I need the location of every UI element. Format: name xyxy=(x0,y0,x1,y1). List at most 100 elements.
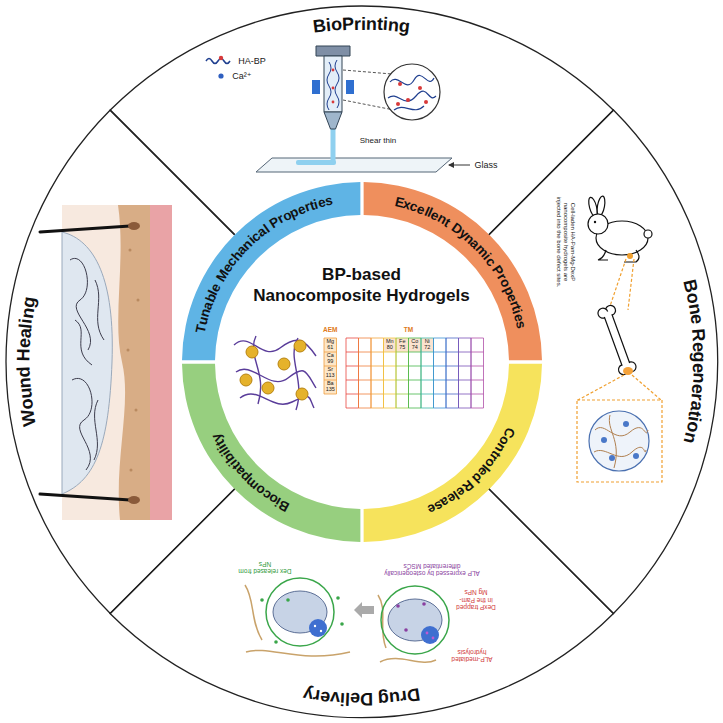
element-cell-label: Ni 72 xyxy=(424,339,430,351)
bioprinting-figure-part xyxy=(424,100,428,104)
hydrogel-network-part xyxy=(236,369,316,388)
drug-delivery-figure-part xyxy=(354,602,374,618)
node-outline-group xyxy=(489,110,718,613)
bioprinting-figure-part xyxy=(206,59,230,64)
text-glyph: R xyxy=(689,328,708,342)
drug-delivery-figure-part xyxy=(432,637,435,640)
periodic-table-part xyxy=(421,338,434,408)
property-title: Controled Release xyxy=(424,425,516,517)
periodic-table-part xyxy=(446,338,459,408)
figure-note: DexP trapped in the Pam-Mg NPs xyxy=(455,589,497,611)
bone-figure-part xyxy=(608,259,626,312)
periodic-table-part xyxy=(396,338,409,408)
text-glyph: B xyxy=(312,16,327,35)
text-glyph: u xyxy=(388,688,401,707)
text-glyph: s xyxy=(324,194,334,209)
bioprinting-figure-part xyxy=(332,69,335,72)
drug-delivery-figure-part xyxy=(246,650,350,656)
bone-figure-part xyxy=(595,428,648,436)
element-cell-label: Ba 135 xyxy=(326,381,335,393)
bioprinting-figure-part xyxy=(316,46,350,56)
text-glyph: i xyxy=(361,14,366,32)
text-glyph: d xyxy=(14,366,32,378)
text-glyph: e xyxy=(350,690,360,708)
process-label: Shear thin xyxy=(360,136,396,145)
drug-delivery-figure-part xyxy=(266,578,334,646)
hydrogel-network-part xyxy=(240,374,252,386)
text-glyph: e xyxy=(687,313,706,325)
bioprinting-figure-part xyxy=(418,86,422,90)
bioprinting-figure-part xyxy=(296,160,336,165)
application-sector: BioPrinting xyxy=(108,4,615,237)
center-title: BP-based Nanocomposite Hydrogels xyxy=(213,264,511,307)
skin-figure-part xyxy=(75,320,92,365)
periodic-table-part xyxy=(324,338,337,394)
drug-delivery-figure-part xyxy=(396,604,400,608)
bioprinting-figure-part xyxy=(343,70,392,74)
component-label: Glass xyxy=(474,160,497,170)
application-title: BioPrinting xyxy=(310,14,415,37)
bioprinting-figure-part xyxy=(384,64,440,120)
drug-delivery-figure xyxy=(245,578,449,662)
group-label: AEM xyxy=(323,326,337,333)
periodic-table xyxy=(324,338,484,408)
bone-figure-part xyxy=(598,250,608,260)
application-sector: Wound Healing xyxy=(4,108,237,615)
drug-delivery-figure-part xyxy=(314,625,316,627)
bone-figure-part xyxy=(644,230,652,238)
drug-delivery-figure-part xyxy=(245,585,262,640)
text-glyph: W xyxy=(18,408,39,428)
text-glyph: n xyxy=(366,14,378,32)
bioprinting-figure-part xyxy=(327,62,331,110)
bone-figure-part xyxy=(624,250,639,262)
text-line: BP-based xyxy=(213,264,511,285)
component-label: HA-BP xyxy=(238,56,266,66)
element-cell-label: Sr 113 xyxy=(326,367,335,379)
group-label: TM xyxy=(404,326,413,333)
drug-delivery-figure-part xyxy=(286,598,290,602)
drug-delivery-figure-part xyxy=(404,628,408,632)
skin-figure-part xyxy=(128,222,140,230)
node-outline xyxy=(215,215,509,509)
bone-figure-part xyxy=(609,415,616,468)
element-cell-label: Fe 75 xyxy=(399,339,405,351)
bioprinting-figure-part xyxy=(324,56,342,112)
bone-figure-part xyxy=(628,259,634,310)
property-band: Controled Release xyxy=(360,360,544,544)
bioprinting-figure-part xyxy=(388,91,436,101)
bioprinting-figure-part xyxy=(312,80,320,94)
skin-figure-part xyxy=(40,494,130,500)
drug-delivery-figure-part xyxy=(421,626,439,644)
bone-figure-part xyxy=(578,375,624,400)
bioprinting-figure-part xyxy=(396,102,400,106)
element-cell-label: Mn 80 xyxy=(386,339,394,351)
element-cell-label: Ca 99 xyxy=(327,353,334,365)
skin-figure-part xyxy=(118,205,150,520)
node-outline xyxy=(4,108,237,615)
skin-figure-part xyxy=(62,205,172,520)
skin-figure xyxy=(40,205,172,520)
bone-figure-part-part xyxy=(604,314,629,366)
skin-figure-part xyxy=(150,205,172,520)
application-title: Wound Healing xyxy=(14,292,39,428)
bone-figure-part xyxy=(596,196,606,217)
text-glyph: H xyxy=(14,348,32,361)
drug-delivery-figure-part xyxy=(381,586,449,654)
periodic-table-part xyxy=(324,338,337,394)
bioprinting-figure-part xyxy=(218,73,223,78)
skin-figure-part xyxy=(72,378,92,470)
bone-figure-part-part xyxy=(603,310,631,369)
text-glyph: s xyxy=(513,319,528,329)
text-glyph xyxy=(14,361,32,366)
bioprinting-figure-part xyxy=(335,60,339,108)
text-glyph: u xyxy=(16,387,35,400)
bioprinting-figure-part xyxy=(406,98,410,102)
periodic-table-part xyxy=(384,338,397,408)
figure-note: ALP expressed by osteogenically differen… xyxy=(382,563,482,578)
periodic-table-part xyxy=(346,338,359,408)
drug-delivery-figure-part xyxy=(320,630,322,632)
bioprinting-figure-part xyxy=(449,165,470,166)
bioprinting-figure-part xyxy=(324,112,342,129)
